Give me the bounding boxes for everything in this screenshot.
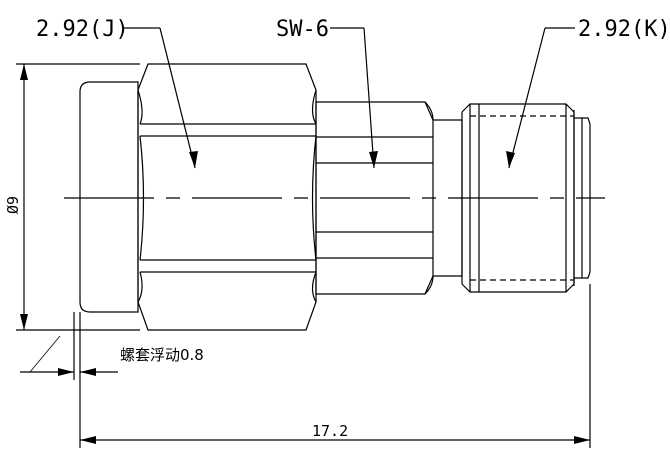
left-hex-nut: [137, 63, 317, 331]
length-dimension: [80, 284, 591, 448]
diameter-dimension: [16, 63, 140, 331]
label-leaders: [124, 27, 575, 169]
diameter-label: Ø9: [4, 196, 22, 214]
left-connector-label: 2.92(J): [36, 17, 129, 42]
float-note-label: 螺套浮动0.8: [120, 346, 204, 364]
hex-size-label: SW-6: [276, 17, 329, 42]
left-nut-body: [79, 81, 139, 313]
float-dimension: [20, 312, 118, 448]
right-connector-label: 2.92(K): [578, 17, 670, 42]
length-label: 17.2: [312, 422, 348, 440]
